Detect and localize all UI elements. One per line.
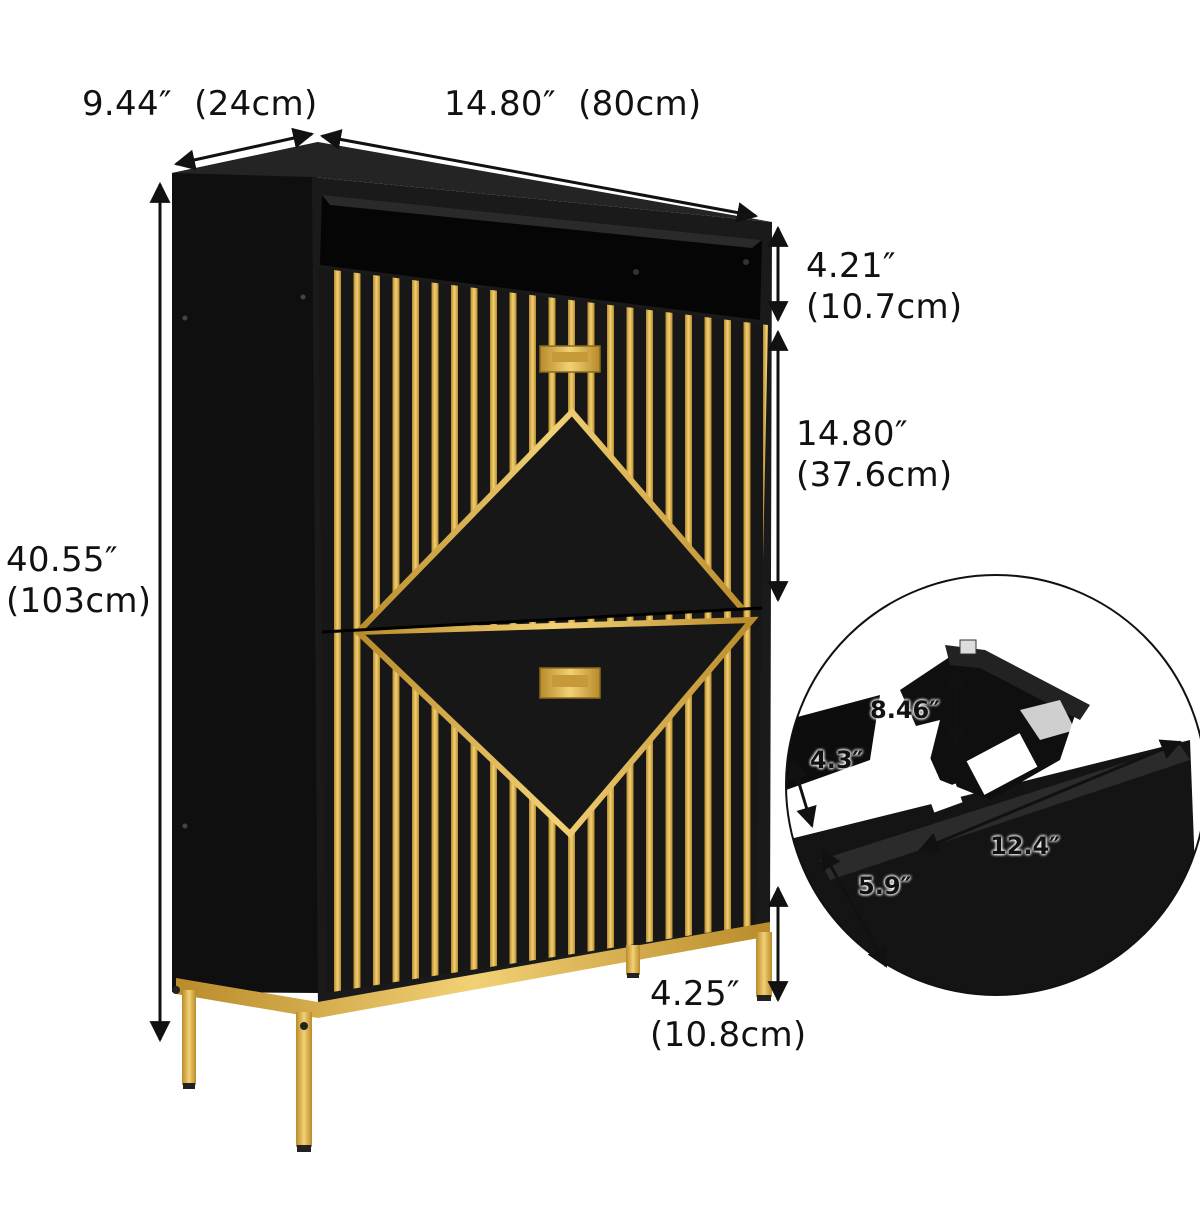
gold-stripe: [392, 268, 400, 632]
gold-stripe: [509, 608, 517, 993]
gold-stripe: [412, 268, 419, 632]
gold-stripe: [743, 608, 751, 993]
gold-stripe: [724, 608, 731, 993]
gold-stripe: [743, 268, 751, 632]
lower-flip-drawer: [321, 606, 763, 993]
leg-front-left: [296, 1012, 312, 1147]
gold-stripe: [412, 608, 419, 993]
width-arrow: [319, 129, 759, 223]
gold-stripe: [490, 268, 497, 632]
gold-stripe: [626, 608, 634, 993]
open-top-shelf: [320, 195, 762, 320]
depth-cm-label: (24cm): [194, 84, 318, 124]
gold-stripe: [373, 268, 380, 632]
gold-stripe: [724, 268, 731, 632]
gold-stripe: [353, 268, 361, 632]
drawer-cm-label: (37.6cm): [796, 454, 953, 495]
zoom-label-height: 8.46″: [870, 696, 940, 724]
gold-stripe: [373, 608, 380, 993]
upper-flip-drawer: [318, 268, 768, 636]
gold-stripe: [431, 268, 439, 632]
top-shelf-cm-label: (10.7cm): [806, 286, 963, 327]
leg-cm-label: (10.8cm): [650, 1014, 807, 1055]
leg-inch-label: 4.25″: [650, 974, 740, 1014]
gold-stripe: [392, 608, 400, 993]
gold-stripe: [646, 608, 653, 993]
depth-arrow: [173, 127, 315, 171]
top-shelf-inch-label: 4.21″: [806, 246, 896, 286]
top-shelf-dimension: 4.21″ (10.7cm): [806, 246, 962, 328]
drawer-dimension: 14.80″ (37.6cm): [796, 414, 952, 496]
height-cm-label: (103cm): [6, 580, 152, 621]
zoom-detail-circle: [785, 574, 1200, 996]
leg-dimension: 4.25″ (10.8cm): [650, 974, 806, 1056]
gold-stripe: [470, 608, 478, 993]
gold-stripe: [607, 268, 614, 632]
gold-stripe: [626, 268, 634, 632]
width-dimension: 14.80″ (80cm): [444, 84, 701, 125]
gold-stripe: [685, 608, 692, 993]
gold-stripe: [607, 608, 614, 993]
dimension-lines: [149, 127, 789, 1043]
gold-stripe: [334, 608, 341, 993]
gold-stripe: [704, 608, 712, 993]
gold-stripe: [451, 268, 458, 632]
gold-base-frame: [172, 922, 772, 1152]
height-dimension: 40.55″ (103cm): [6, 540, 151, 622]
leg-back-right: [626, 945, 640, 975]
leg-back-left: [182, 990, 196, 1085]
gold-stripe: [509, 268, 517, 632]
gold-stripe: [470, 268, 478, 632]
zoom-label-width: 5.9″: [858, 872, 912, 900]
gold-stripe: [353, 608, 361, 993]
zoom-label-length: 12.4″: [990, 832, 1060, 860]
gold-stripe: [646, 268, 653, 632]
drawer-inch-label: 14.80″: [796, 414, 908, 454]
depth-dimension: 9.44″ (24cm): [82, 84, 318, 125]
gold-stripe: [665, 268, 673, 632]
height-inch-label: 40.55″: [6, 540, 118, 580]
gold-stripe: [451, 608, 458, 993]
gold-stripe: [431, 608, 439, 993]
gold-stripe: [334, 268, 341, 632]
depth-inch-label: 9.44″: [82, 84, 172, 124]
gold-stripe: [665, 608, 673, 993]
width-cm-label: (80cm): [578, 84, 702, 124]
gold-stripe: [704, 268, 712, 632]
gold-stripe: [685, 268, 692, 632]
zoom-label-depth: 4.3″: [810, 746, 864, 774]
width-inch-label: 14.80″: [444, 84, 556, 124]
gold-stripe: [490, 608, 497, 993]
